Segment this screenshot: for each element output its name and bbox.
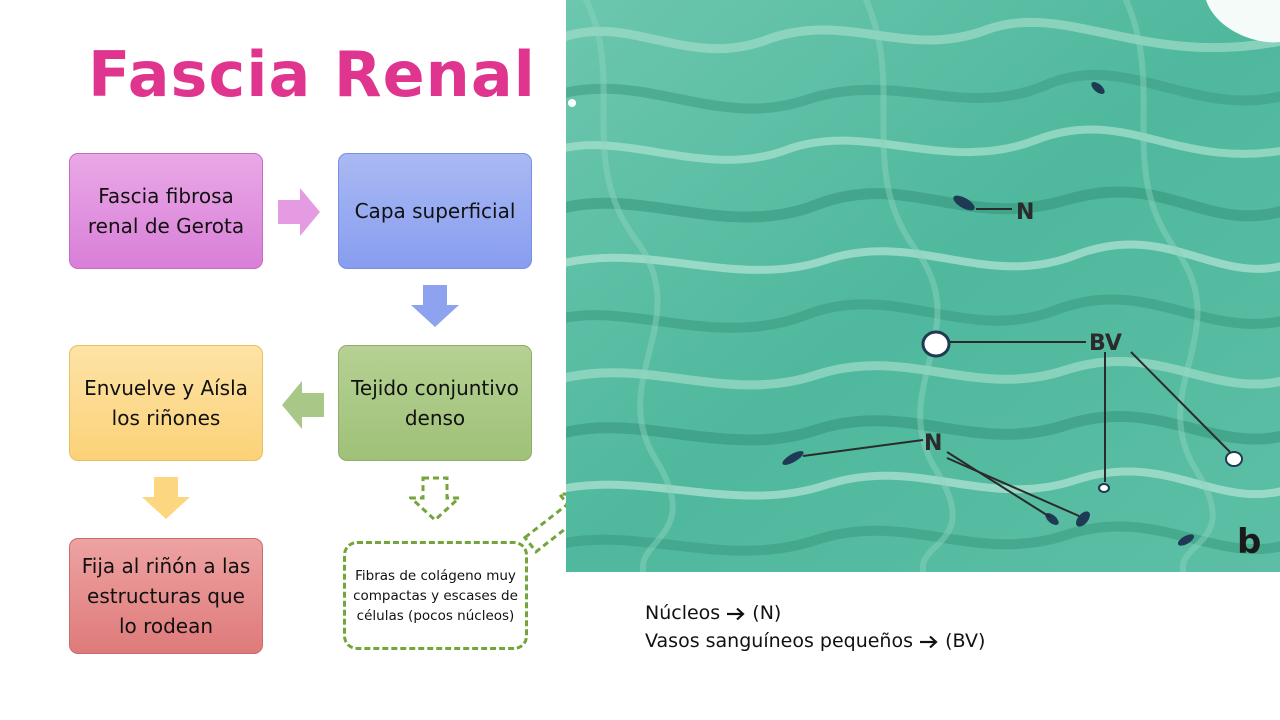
arrow-right-icon (727, 607, 745, 620)
histology-micrograph: N BV N b (566, 0, 1280, 572)
arrow-left-icon (282, 381, 324, 429)
fibras-note-text: Fibras de colágeno muy compactas y escas… (353, 567, 518, 624)
arrow-down-icon (142, 477, 190, 519)
box-fija-label: Fija al riñón a las estructuras que lo r… (81, 554, 251, 638)
box-tejido-conjuntivo-label: Tejido conjuntivo denso (351, 376, 519, 430)
box-envuelve: Envuelve y Aísla los riñones (69, 345, 263, 461)
box-capa-superficial: Capa superficial (338, 153, 532, 269)
box-capa-superficial-label: Capa superficial (354, 199, 516, 223)
box-envuelve-label: Envuelve y Aísla los riñones (84, 376, 248, 430)
legend-vasos-text: Vasos sanguíneos pequeños (645, 630, 913, 652)
legend-vasos-abbr: (BV) (945, 630, 986, 652)
legend-nucleos-text: Núcleos (645, 602, 721, 624)
box-fascia-fibrosa: Fascia fibrosa renal de Gerota (69, 153, 263, 269)
micrograph-svg: N BV N b (566, 0, 1280, 572)
dashed-arrow-down-icon (409, 476, 461, 522)
arrow-right-icon (278, 188, 320, 236)
arrow-down-icon (411, 285, 459, 327)
arrow-right-icon (920, 635, 938, 648)
fibras-note: Fibras de colágeno muy compactas y escas… (343, 541, 528, 650)
legend-nucleos: Núcleos (N) (645, 599, 985, 627)
box-tejido-conjuntivo: Tejido conjuntivo denso (338, 345, 532, 461)
legend: Núcleos (N) Vasos sanguíneos pequeños (B… (645, 599, 985, 655)
box-fija: Fija al riñón a las estructuras que lo r… (69, 538, 263, 654)
panel-letter: b (1237, 522, 1261, 562)
legend-vasos: Vasos sanguíneos pequeños (BV) (645, 627, 985, 655)
label-n-top: N (1016, 200, 1034, 225)
label-bv: BV (1089, 331, 1122, 356)
box-fascia-fibrosa-label: Fascia fibrosa renal de Gerota (87, 184, 245, 238)
slide-title: Fascia Renal (88, 38, 536, 111)
legend-nucleos-abbr: (N) (752, 602, 782, 624)
label-n-bottom: N (924, 431, 942, 456)
